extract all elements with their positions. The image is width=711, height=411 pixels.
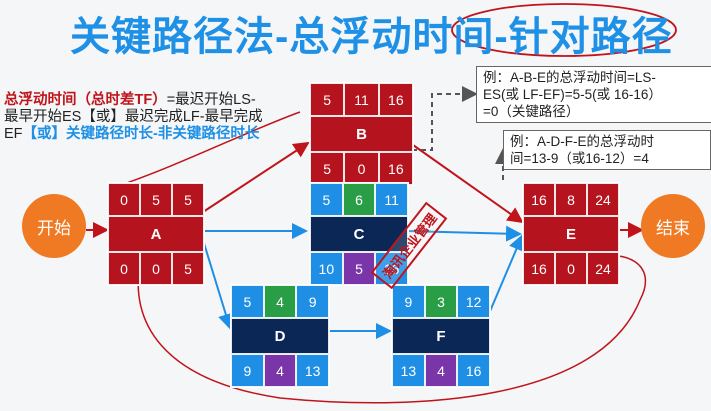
arrow-a-b <box>202 141 310 213</box>
node-c-ls: 10 <box>310 252 343 285</box>
node-e-ef: 24 <box>587 183 619 216</box>
node-c-float: 5 <box>342 252 376 285</box>
node-a-name: A <box>108 216 204 252</box>
example-box-noncritical: 例：A-D-F-E的总浮动时 间=13-9（或16-12）=4 <box>503 130 711 170</box>
example2-line2: 间=13-9（或16-12）=4 <box>510 151 649 166</box>
node-f-duration: 3 <box>424 285 458 318</box>
example2-line1: 例：A-D-F-E的总浮动时 <box>510 134 654 149</box>
node-d-float: 4 <box>263 354 297 387</box>
annotation-circle-title <box>451 3 677 57</box>
start-node: 开始 <box>22 194 86 258</box>
node-e-name: E <box>523 216 619 252</box>
node-f-float: 4 <box>424 354 458 387</box>
node-f-ef: 12 <box>457 285 491 318</box>
arrow-b-e <box>412 144 524 224</box>
node-a-es: 0 <box>108 183 140 216</box>
example-box-critical: 例：A-B-E的总浮动时间=LS- ES(或 LF-EF)=5-5(或 16-1… <box>476 66 711 123</box>
node-d-ef: 9 <box>296 285 330 318</box>
node-e-es: 16 <box>523 183 555 216</box>
definition-line2: 最早开始ES【或】最迟完成LF-最早完成 <box>4 109 263 125</box>
node-c-name: C <box>310 216 408 252</box>
definition-text: 总浮动时间（总时差TF）=最迟开始LS- 最早开始ES【或】最迟完成LF-最早完… <box>4 92 302 143</box>
node-b-duration: 11 <box>344 83 379 116</box>
node-a-ef: 5 <box>172 183 204 216</box>
node-b-ls: 5 <box>310 152 345 185</box>
arrow-c-e <box>405 225 522 242</box>
node-b-name: B <box>310 116 413 152</box>
example1-line3: =0（关键路径） <box>483 104 580 119</box>
node-b-lf: 16 <box>378 152 413 185</box>
node-d-duration: 4 <box>263 285 297 318</box>
node-a-lf: 5 <box>172 252 204 285</box>
definition-term: 总浮动时间（总时差TF） <box>4 92 167 108</box>
node-e-duration: 8 <box>555 183 587 216</box>
node-a-ls: 0 <box>108 252 140 285</box>
page-title: 关键路径法-总浮动时间-针对路径 <box>70 15 673 59</box>
node-e-float: 0 <box>555 252 587 285</box>
end-node: 结束 <box>641 194 705 258</box>
node-a-duration: 5 <box>140 183 172 216</box>
node-b-es: 5 <box>310 83 345 116</box>
dashed-pointer-b <box>412 86 478 151</box>
example1-line1: 例：A-B-E的总浮动时间=LS- <box>483 70 656 85</box>
node-f-lf: 16 <box>457 354 491 387</box>
node-a-float: 0 <box>140 252 172 285</box>
definition-line3-or: 【或】关键路径时长-非关键路径时长 <box>22 126 260 142</box>
node-c-ef: 11 <box>375 183 409 216</box>
node-c-es: 5 <box>310 183 343 216</box>
node-f-es: 9 <box>392 285 425 318</box>
annotation-scribble-path <box>117 111 647 404</box>
node-f-ls: 13 <box>392 354 425 387</box>
example1-line2: ES(或 LF-EF)=5-5(或 16-16） <box>483 87 662 102</box>
node-e-lf: 24 <box>587 252 619 285</box>
node-c-lf: 16 <box>375 252 409 285</box>
node-d-es: 5 <box>231 285 264 318</box>
node-e-ls: 16 <box>523 252 555 285</box>
node-d-ls: 9 <box>231 354 264 387</box>
definition-line1-rest: =最迟开始LS- <box>166 92 256 108</box>
definition-line3-ef: EF <box>4 126 23 142</box>
node-b-float: 0 <box>344 152 379 185</box>
node-f-name: F <box>392 318 490 354</box>
arrow-a-d <box>202 239 234 330</box>
node-d-name: D <box>231 318 329 354</box>
node-d-lf: 13 <box>296 354 330 387</box>
arrow-f-e <box>487 234 524 317</box>
node-b-ef: 16 <box>378 83 413 116</box>
node-c-duration: 6 <box>342 183 376 216</box>
